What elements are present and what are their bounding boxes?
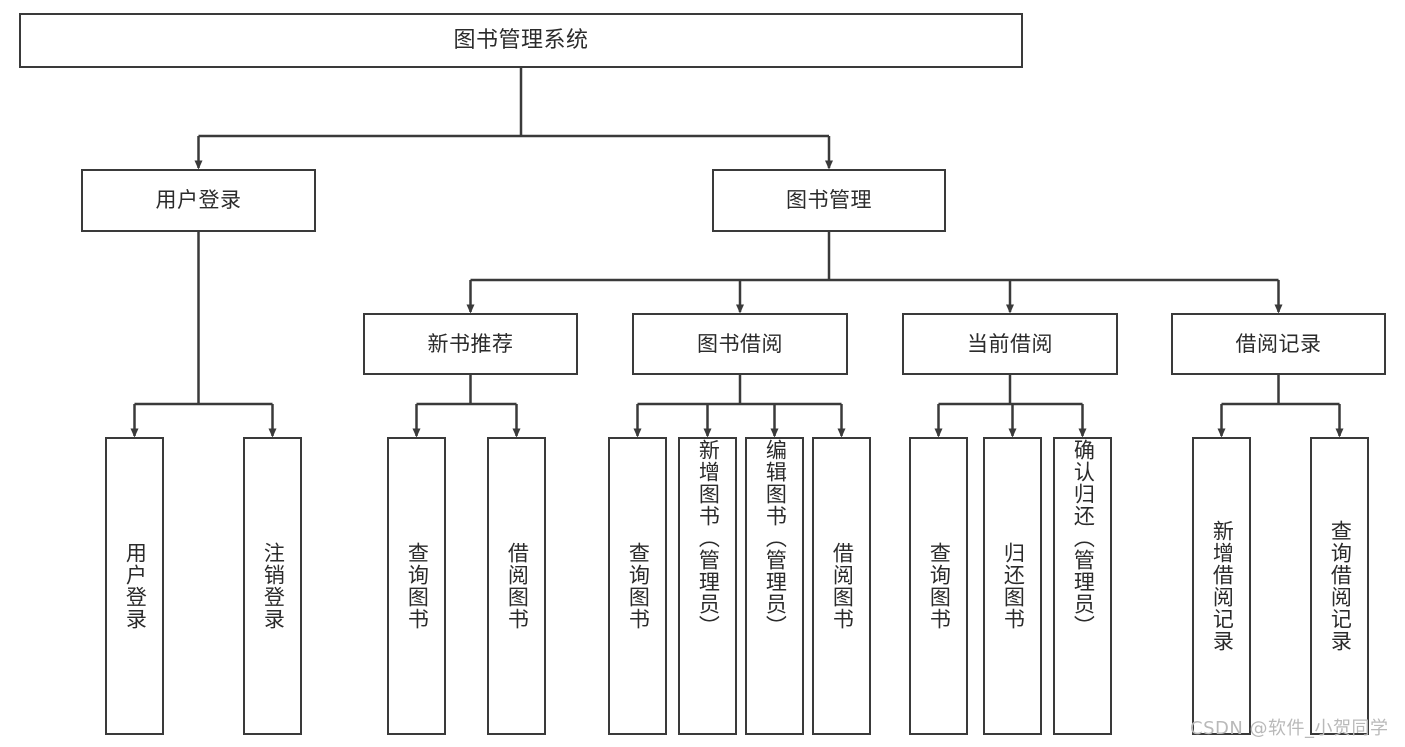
node-l_bk_edit[interactable]: 编辑图书（管理员） [745, 437, 804, 735]
node-l_cur_ret[interactable]: 归还图书 [983, 437, 1042, 735]
node-l_cur_query[interactable]: 查询图书 [909, 437, 968, 735]
node-root[interactable]: 图书管理系统 [19, 13, 1023, 68]
node-newbook[interactable]: 新书推荐 [363, 313, 578, 375]
edge-bus-records [1221, 375, 1340, 406]
node-label: 用户登录 [123, 542, 148, 630]
node-label: 借阅记录 [1235, 331, 1322, 356]
node-l_bk_borrow[interactable]: 借阅图书 [812, 437, 871, 735]
node-label: 图书管理系统 [453, 27, 589, 53]
node-label: 用户登录 [155, 188, 242, 213]
node-label: 新增图书（管理员） [696, 439, 721, 637]
node-label: 归还图书 [1001, 542, 1026, 630]
edge-bus-newbook [416, 375, 517, 406]
node-label: 查询图书 [405, 542, 430, 630]
node-label: 图书管理 [786, 188, 872, 213]
node-l_nb_query[interactable]: 查询图书 [387, 437, 446, 735]
node-label: 确认归还（管理员） [1071, 439, 1096, 637]
node-label: 新增借阅记录 [1210, 520, 1235, 652]
node-current[interactable]: 当前借阅 [902, 313, 1118, 375]
node-l_bk_query[interactable]: 查询图书 [608, 437, 667, 735]
node-label: 借阅图书 [505, 542, 530, 630]
node-bookmgmt[interactable]: 图书管理 [712, 169, 946, 232]
node-l_login[interactable]: 用户登录 [105, 437, 164, 735]
node-label: 借阅图书 [830, 542, 855, 630]
node-label: 查询图书 [927, 542, 952, 630]
node-label: 当前借阅 [967, 331, 1053, 356]
node-l_rec_query[interactable]: 查询借阅记录 [1310, 437, 1369, 735]
node-label: 查询图书 [626, 542, 651, 630]
node-label: 图书借阅 [697, 331, 783, 356]
watermark-text: CSDN @软件_小贺同学 [1190, 718, 1389, 739]
edge-bus-login [134, 232, 273, 406]
edge-bus-current [938, 375, 1083, 406]
node-borrow[interactable]: 图书借阅 [632, 313, 848, 375]
node-l_logout[interactable]: 注销登录 [243, 437, 302, 735]
edge-bus-borrow [637, 375, 842, 406]
node-label: 新书推荐 [427, 331, 514, 356]
node-l_bk_add[interactable]: 新增图书（管理员） [678, 437, 737, 735]
node-label: 注销登录 [261, 542, 286, 630]
node-label: 查询借阅记录 [1328, 520, 1353, 652]
edge-bus-root [198, 68, 829, 138]
node-label: 编辑图书（管理员） [763, 439, 788, 637]
node-l_cur_conf[interactable]: 确认归还（管理员） [1053, 437, 1112, 735]
edge-bus-bookmgmt [470, 232, 1279, 282]
node-l_rec_add[interactable]: 新增借阅记录 [1192, 437, 1251, 735]
node-l_nb_borrow[interactable]: 借阅图书 [487, 437, 546, 735]
node-login[interactable]: 用户登录 [81, 169, 316, 232]
node-records[interactable]: 借阅记录 [1171, 313, 1386, 375]
